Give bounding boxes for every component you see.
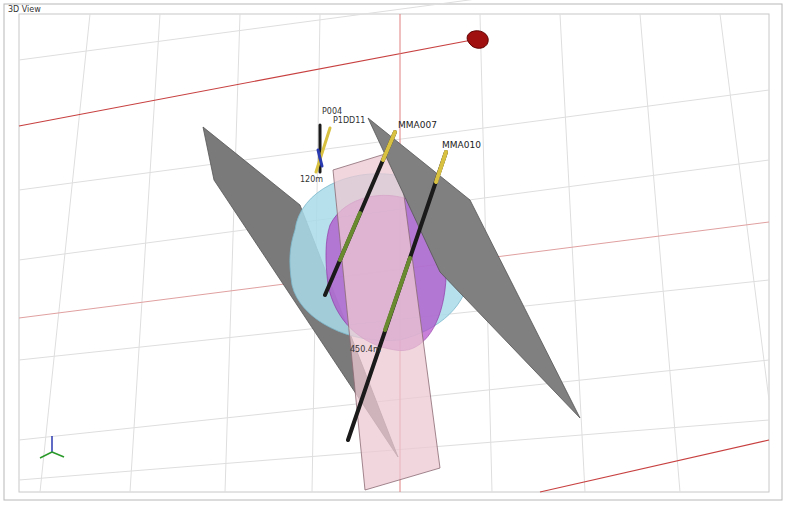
hole-label: 450.4m: [350, 346, 381, 354]
view-border: [19, 14, 769, 492]
reference-lines: [19, 14, 769, 492]
hole-label: MMA007: [398, 121, 437, 130]
fault-plane: [368, 118, 580, 418]
hole-label: MMA010: [442, 141, 481, 150]
axes-icon: [40, 436, 64, 458]
target-marker: [467, 31, 488, 49]
drill-holes: [316, 125, 446, 440]
hole-label: 120m: [300, 176, 323, 184]
hole-label: P004: [322, 108, 342, 116]
grid: [19, 0, 769, 492]
view-title: 3D View: [8, 6, 41, 14]
frame: [4, 4, 782, 500]
hole-label: P1DD11: [333, 117, 365, 125]
